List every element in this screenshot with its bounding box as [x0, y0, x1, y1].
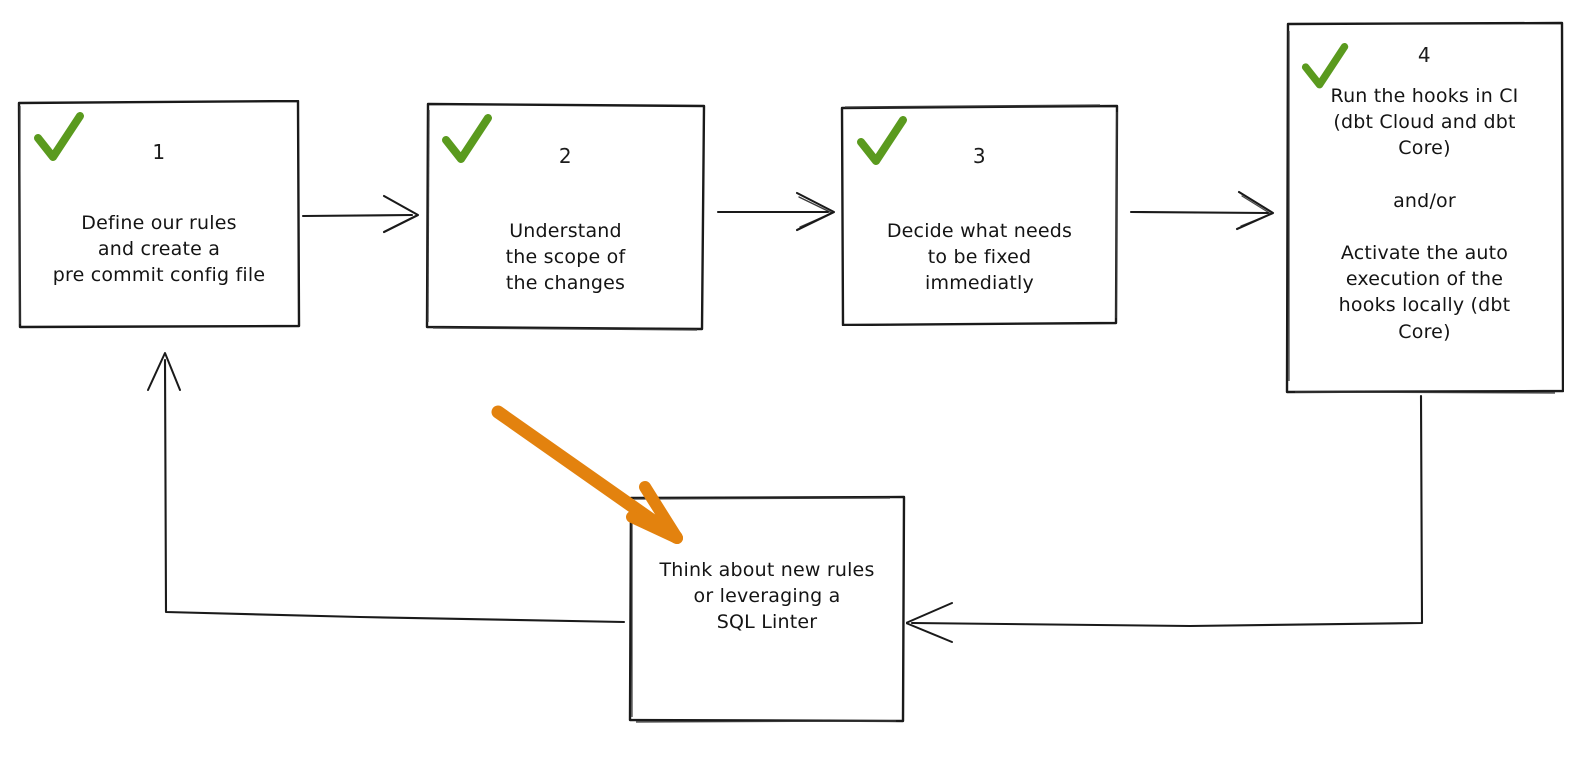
step-number: 1 — [152, 140, 166, 164]
step-box-2[interactable]: 2 Understand the scope of the changes — [425, 102, 706, 331]
step-text: Decide what needs to be fixed immediatly — [886, 220, 1073, 295]
arrow-2-to-3 — [716, 191, 836, 232]
step-number: 3 — [972, 144, 987, 168]
step-text: Define our rules and create a pre commit… — [52, 212, 266, 287]
arrow-4-to-5 — [905, 394, 1424, 643]
step-box-3[interactable]: 3 Decide what needs to be fixed immediat… — [840, 104, 1119, 326]
step-number: 4 — [1417, 43, 1432, 67]
loopback-text: Think about new rules or leveraging a SQ… — [659, 559, 875, 634]
arrow-1-to-2 — [301, 194, 420, 234]
step-number: 2 — [558, 144, 573, 168]
arrow-3-to-4 — [1129, 190, 1275, 231]
step-text-alternative: Activate the auto execution of the hooks… — [1338, 241, 1511, 343]
arrow-5-to-1 — [147, 352, 626, 624]
step-text: Run the hooks in CI (dbt Cloud and dbt C… — [1330, 85, 1519, 160]
step-text-connector: and/or — [1393, 189, 1456, 212]
loopback-box[interactable]: Think about new rules or leveraging a SQ… — [628, 495, 906, 723]
step-box-1[interactable]: 1 Define our rules and create a pre comm… — [17, 100, 301, 329]
step-box-4[interactable]: 4 Run the hooks in CI (dbt Cloud and dbt… — [1285, 21, 1564, 394]
step-text: Understand the scope of the changes — [505, 220, 626, 295]
